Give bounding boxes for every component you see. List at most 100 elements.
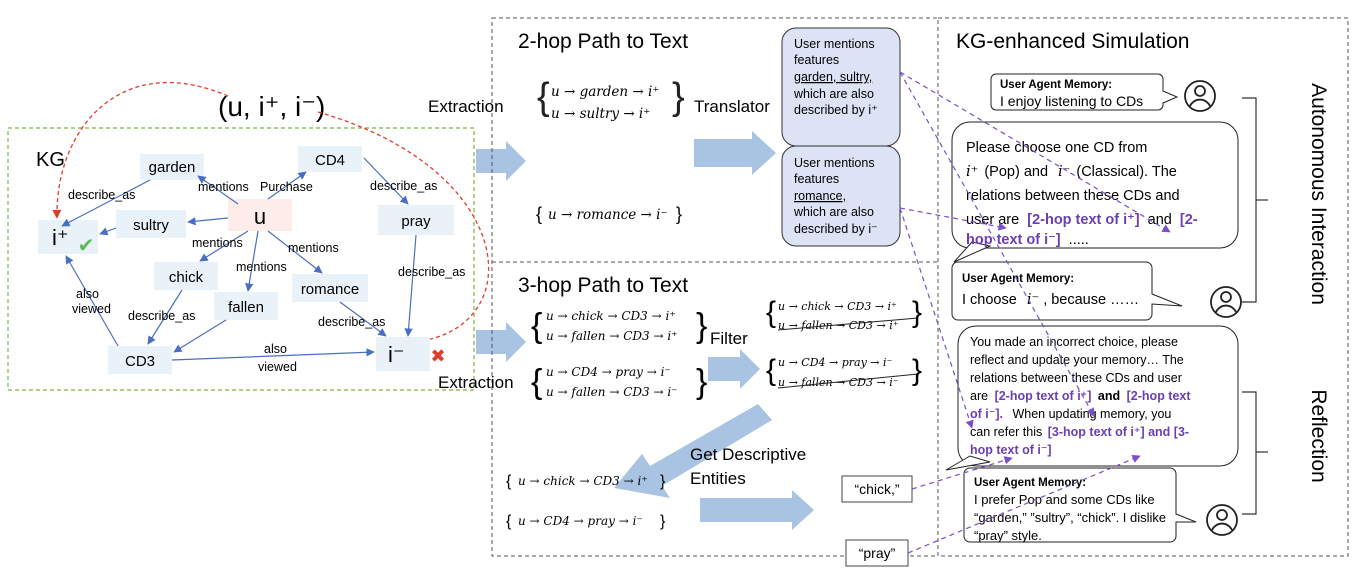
entity-chip-chick [841,475,913,503]
wrong-cross-icon: ✖ [430,346,445,366]
threehop-brace-b: { [531,363,542,401]
edge-garden-ipos [61,179,151,227]
node-garden: garden [149,159,196,176]
refl-2hop-text: [2-hop text [1127,389,1192,403]
refl-refer: can refer this [970,425,1042,439]
sim-title: KG-enhanced Simulation [956,30,1189,53]
correct-check-icon: ✔ [78,235,95,257]
label-mentions-fallen: mentions [236,260,287,274]
prompt-line-2: i⁺ (Pop) and i⁻ (Classical). The [966,164,1177,180]
refl-line-5: of i⁻]. When updating memory, you [970,407,1171,421]
label-also-2: also [264,342,287,356]
twohop-path3-brace-close: } [676,204,682,224]
node-garden-box [140,154,204,180]
result-brace-2-close: } [660,513,666,530]
label-mentions-chick: mentions [192,236,243,250]
arrow-kg-to-2hop [476,141,526,181]
prompt-line-5: user are [2-hop text of i⁺] and [2- [966,212,1198,228]
node-ineg: i⁻ [388,342,405,367]
twohop-extraction-label: Extraction [428,97,504,116]
memory-2-text: I choose i⁻ , because …… [962,292,1139,308]
edge-romance-ineg [339,301,387,337]
node-sultry: sultry [133,217,169,234]
box2-line2: features [794,172,839,186]
prompt-ineg: i⁻ [1058,164,1070,180]
memory-bubble-1 [990,73,1179,111]
red-curve-ipos [52,82,229,219]
node-sultry-box [116,210,186,238]
autonomous-interaction-label: Autonomous Interaction [1307,83,1330,305]
threehop-brace-a-close: } [696,307,707,345]
edge-cd3-ineg [171,348,375,361]
node-fallen: fallen [228,299,264,316]
purple-link-box1-refl [899,71,1095,417]
arrow-diagonal [614,404,772,498]
prompt-and: and [1148,212,1172,228]
memory-3-line-2: “garden,” ”sultry”, “chick”. I dislike [974,510,1166,525]
node-chick: chick [169,269,204,286]
prompt-2hop-ipos: [2-hop text of i⁺] [1027,212,1140,228]
twohop-path-3: u → romance → i⁻ [548,207,668,223]
result-brace-1-close: } [660,473,666,490]
edge-chick-cd3 [147,289,183,345]
edge-fallen-cd3 [173,319,227,353]
edge-u-chick [199,230,249,262]
entity-chip-pray [845,539,909,567]
memory-2-ineg: i⁻ [1027,292,1039,308]
autonomous-bracket [1242,97,1257,303]
purple-link-pray [907,455,1141,554]
twohop-brace: { [537,76,550,118]
box1-line5: described by i⁺ [794,103,878,117]
memory-2-because: , because …… [1043,292,1139,308]
box1-line4: which are also [793,87,874,101]
threehop-brace-a: { [531,307,542,345]
twohop-path-1: u → garden → i⁺ [551,84,659,100]
prompt-2hop-ineg: hop text of i⁻] [966,232,1061,248]
memory-1-title: User Agent Memory: [1000,79,1112,91]
edge-pray-ineg [404,234,417,337]
twohop-path-2: u → sultry → i⁺ [551,106,650,122]
prompt-ipos: i⁺ [966,164,978,180]
user-avatar-icon-2 [1210,286,1242,318]
label-describe-as-5: describe_as [318,315,385,329]
box1-line1: User mentions [794,37,875,51]
triplet-label: (u, i⁺, i⁻) [218,91,325,122]
twohop-text-box-2 [781,145,901,247]
threehop-title: 3-hop Path to Text [518,274,688,297]
refl-line-2: reflect and update your memory… The [970,353,1184,367]
prompt-bubble [951,121,1239,249]
refl-of-ineg: of i⁻]. [970,407,1003,421]
arrow-get-entities [700,490,814,530]
filtered-path-3: u → CD4 → pray → i⁻ [778,356,893,369]
entities-label: Entities [690,469,746,488]
refl-line-1: You made an incorrect choice, please [970,335,1178,349]
label-describe-as-4: describe_as [128,309,195,323]
twohop-title: 2-hop Path to Text [518,30,688,53]
purple-link-box2-refl [899,207,974,429]
arrow-kg-to-3hop [476,322,526,362]
purple-link-box1 [899,71,1171,233]
box2-line1: User mentions [794,156,875,170]
label-mentions-romance: mentions [288,241,339,255]
filtered-brace-a: { [766,296,776,329]
refl-3hop-ipos: [3-hop text of i⁺] and [3- [1048,425,1189,439]
box1-line3: garden, sultry, [794,70,872,84]
label-also: also [76,287,99,301]
refl-line-4: are [2-hop text of i⁺] and [2-hop text [970,389,1191,403]
kg-title: KG [36,149,65,171]
filtered-path-1: u → chick → CD3 → i⁺ [778,300,897,313]
arrow-filter [708,349,760,389]
memory-bubble-3 [963,467,1197,543]
reflection-bubble [957,325,1239,467]
node-pray-box [378,205,454,235]
node-cd4: CD4 [315,152,345,169]
kg-border [7,127,475,391]
node-ipos: i⁺ [52,225,69,250]
path-to-text-panel: 2-hop Path to Text Extraction { } u → ga… [428,17,939,567]
refl-line-3: relations between these CDs and user [970,371,1182,385]
prompt-line-1: Please choose one CD from [966,140,1147,156]
threehop-path-3: u → CD4 → pray → i⁻ [546,365,671,379]
result-brace-2: { [506,513,512,530]
memory-3-title: User Agent Memory: [974,477,1086,489]
